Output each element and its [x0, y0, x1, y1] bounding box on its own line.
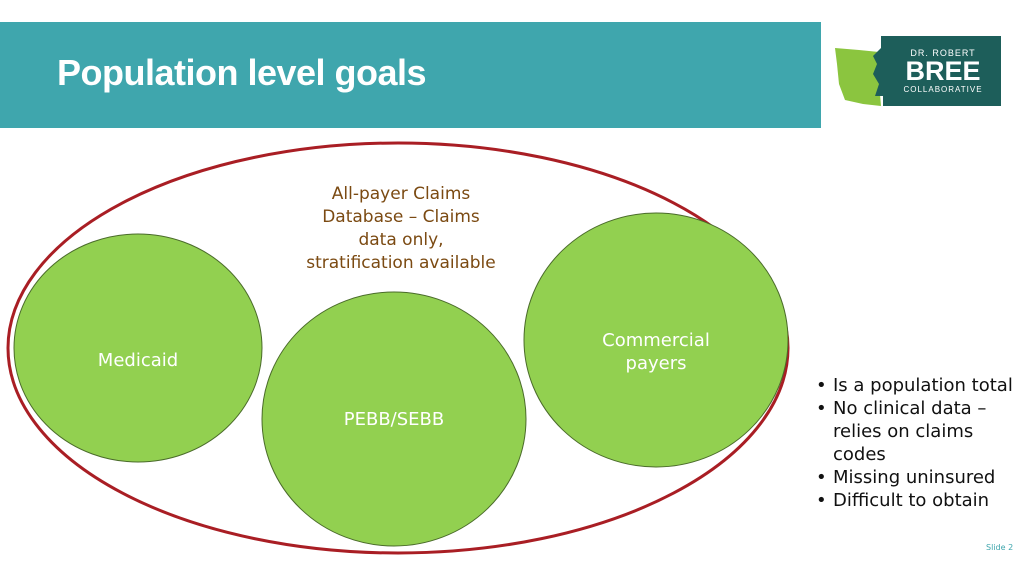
title-bar: [0, 22, 821, 128]
notes-list: Is a population total No clinical data –…: [814, 374, 1014, 512]
note-item: Difficult to obtain: [814, 489, 1014, 512]
washington-state-shape: [835, 48, 883, 106]
note-item: No clinical data – relies on claims code…: [814, 397, 1014, 466]
medicaid-label: Medicaid: [97, 350, 179, 371]
slide-title: Population level goals: [57, 52, 427, 93]
commercial-payers-label: Commercial payers: [602, 330, 710, 374]
pebb-sebb-label: PEBB/SEBB: [343, 409, 445, 430]
slide-number: Slide 2: [986, 543, 1014, 552]
note-item: Is a population total: [814, 374, 1014, 397]
all-payer-claims-label: All-payer Claims Database – Claims data …: [306, 184, 496, 273]
logo-line-3: COLLABORATIVE: [903, 85, 982, 94]
medicaid-circle: [13, 233, 263, 463]
logo-line-2: BREE: [905, 56, 980, 86]
bree-collaborative-logo: DR. ROBERT BREE COLLABORATIVE: [833, 34, 1003, 116]
logo-badge: [873, 36, 1001, 106]
logo-line-1: DR. ROBERT: [910, 48, 975, 58]
commercial-circle: [523, 212, 789, 468]
note-item: Missing uninsured: [814, 466, 1014, 489]
pebb-sebb-circle: [261, 291, 527, 547]
